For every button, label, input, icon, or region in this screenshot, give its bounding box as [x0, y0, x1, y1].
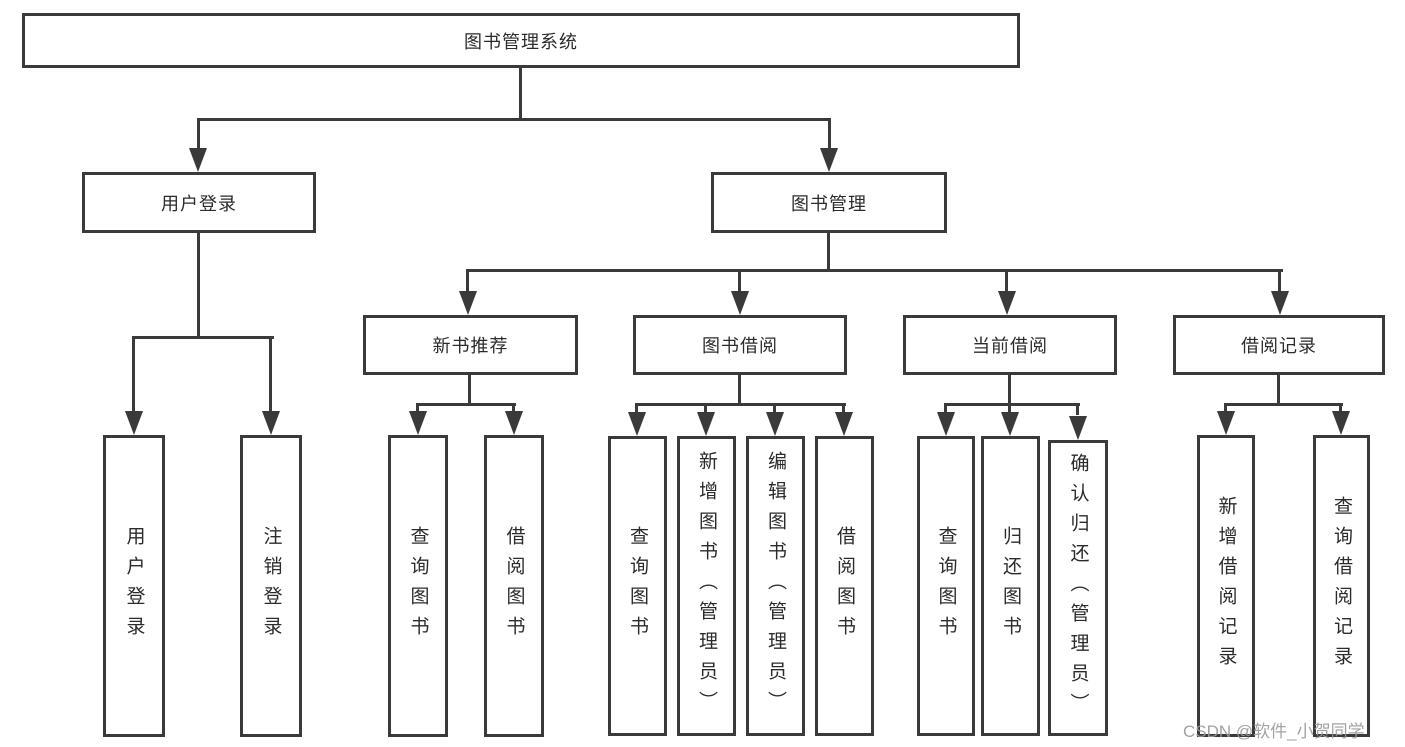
connector-line	[1339, 403, 1342, 415]
leaf-return-book: 归还图书	[981, 436, 1040, 736]
connector-line	[466, 269, 469, 294]
arrow-down-icon	[766, 412, 784, 436]
leaf-query-books: 查询图书	[608, 436, 667, 736]
connector-line	[635, 403, 846, 406]
leaf-query-borrow-record: 查询借阅记录	[1313, 435, 1370, 737]
connector-line	[416, 403, 419, 414]
leaf-label: 新增借阅记录	[1215, 496, 1237, 676]
node-root-system: 图书管理系统	[22, 13, 1020, 68]
leaf-label: 借阅图书	[503, 526, 525, 646]
arrow-down-icon	[628, 412, 646, 436]
leaf-query-books: 查询图书	[388, 435, 448, 737]
connector-line	[198, 118, 831, 121]
connector-line	[1278, 269, 1281, 294]
connector-line	[468, 375, 471, 406]
connector-line	[773, 403, 776, 415]
arrow-down-icon	[937, 412, 955, 436]
node-current-borrow: 当前借阅	[903, 315, 1117, 375]
connector-line	[944, 403, 1080, 406]
leaf-label: 注销登录	[260, 526, 282, 646]
arrow-down-icon	[731, 291, 749, 315]
leaf-label: 编辑图书（管理员）	[765, 451, 786, 721]
arrow-down-icon	[189, 148, 207, 172]
csdn-watermark: CSDN @软件_小贺同学	[1183, 722, 1365, 741]
node-label: 当前借阅	[972, 336, 1048, 356]
connector-line	[635, 403, 638, 415]
node-label: 图书管理	[791, 193, 867, 214]
connector-line	[197, 118, 200, 151]
leaf-borrow-books: 借阅图书	[815, 436, 874, 736]
leaf-label: 归还图书	[1000, 526, 1021, 646]
connector-line	[1008, 403, 1011, 415]
leaf-label: 查询图书	[407, 526, 429, 646]
leaf-label: 查询图书	[627, 526, 648, 646]
arrow-down-icon	[505, 411, 523, 435]
leaf-label: 确认归还（管理员）	[1067, 453, 1089, 723]
connector-line	[269, 336, 272, 414]
arrow-down-icon	[998, 291, 1016, 315]
node-user-login-group: 用户登录	[82, 172, 316, 233]
arrow-down-icon	[820, 148, 838, 172]
arrow-down-icon	[697, 412, 715, 436]
connector-line	[416, 403, 516, 406]
connector-line	[738, 375, 741, 406]
arrow-down-icon	[1001, 412, 1019, 436]
leaf-label: 新增图书（管理员）	[696, 451, 717, 721]
leaf-borrow-books: 借阅图书	[484, 435, 544, 737]
leaf-confirm-return-admin: 确认归还（管理员）	[1048, 440, 1108, 736]
arrow-down-icon	[459, 291, 477, 315]
leaf-label: 查询图书	[935, 526, 957, 646]
connector-line	[1224, 403, 1343, 406]
connector-line	[842, 403, 845, 415]
arrow-down-icon	[1332, 411, 1350, 435]
leaf-label: 用户登录	[123, 526, 145, 646]
node-label: 借阅记录	[1241, 336, 1317, 356]
connector-line	[1076, 403, 1079, 415]
connector-line	[1277, 375, 1280, 406]
arrow-down-icon	[262, 411, 280, 435]
arrow-down-icon	[835, 412, 853, 436]
connector-line	[132, 336, 135, 414]
node-label: 用户登录	[161, 193, 237, 214]
node-book-management-group: 图书管理	[711, 172, 947, 233]
arrow-down-icon	[1271, 291, 1289, 315]
connector-line	[1005, 269, 1008, 294]
leaf-label: 查询借阅记录	[1331, 496, 1352, 676]
connector-line	[519, 68, 522, 121]
connector-line	[738, 269, 741, 294]
node-new-book-recommend: 新书推荐	[363, 315, 578, 375]
node-borrow-record: 借阅记录	[1173, 315, 1385, 375]
connector-line	[133, 336, 274, 339]
node-label: 新书推荐	[432, 336, 509, 356]
leaf-label: 借阅图书	[834, 526, 855, 646]
node-book-borrow: 图书借阅	[633, 315, 847, 375]
node-root-label: 图书管理系统	[464, 31, 578, 52]
leaf-add-borrow-record: 新增借阅记录	[1197, 435, 1255, 737]
connector-line	[704, 403, 707, 415]
connector-line	[197, 233, 200, 339]
connector-line	[944, 403, 947, 415]
leaf-user-login: 用户登录	[103, 435, 165, 737]
connector-line	[1008, 375, 1011, 406]
arrow-down-icon	[1217, 411, 1235, 435]
leaf-edit-book-admin: 编辑图书（管理员）	[746, 436, 805, 736]
leaf-add-book-admin: 新增图书（管理员）	[677, 436, 736, 736]
connector-line	[1224, 403, 1227, 415]
leaf-query-books: 查询图书	[917, 436, 975, 736]
connector-line	[512, 403, 515, 414]
connector-line	[466, 269, 1283, 272]
connector-line	[828, 118, 831, 151]
arrow-down-icon	[1069, 416, 1087, 440]
arrow-down-icon	[409, 411, 427, 435]
node-label: 图书借阅	[702, 336, 778, 356]
connector-line	[827, 233, 830, 272]
arrow-down-icon	[125, 411, 143, 435]
leaf-logout: 注销登录	[240, 435, 302, 737]
